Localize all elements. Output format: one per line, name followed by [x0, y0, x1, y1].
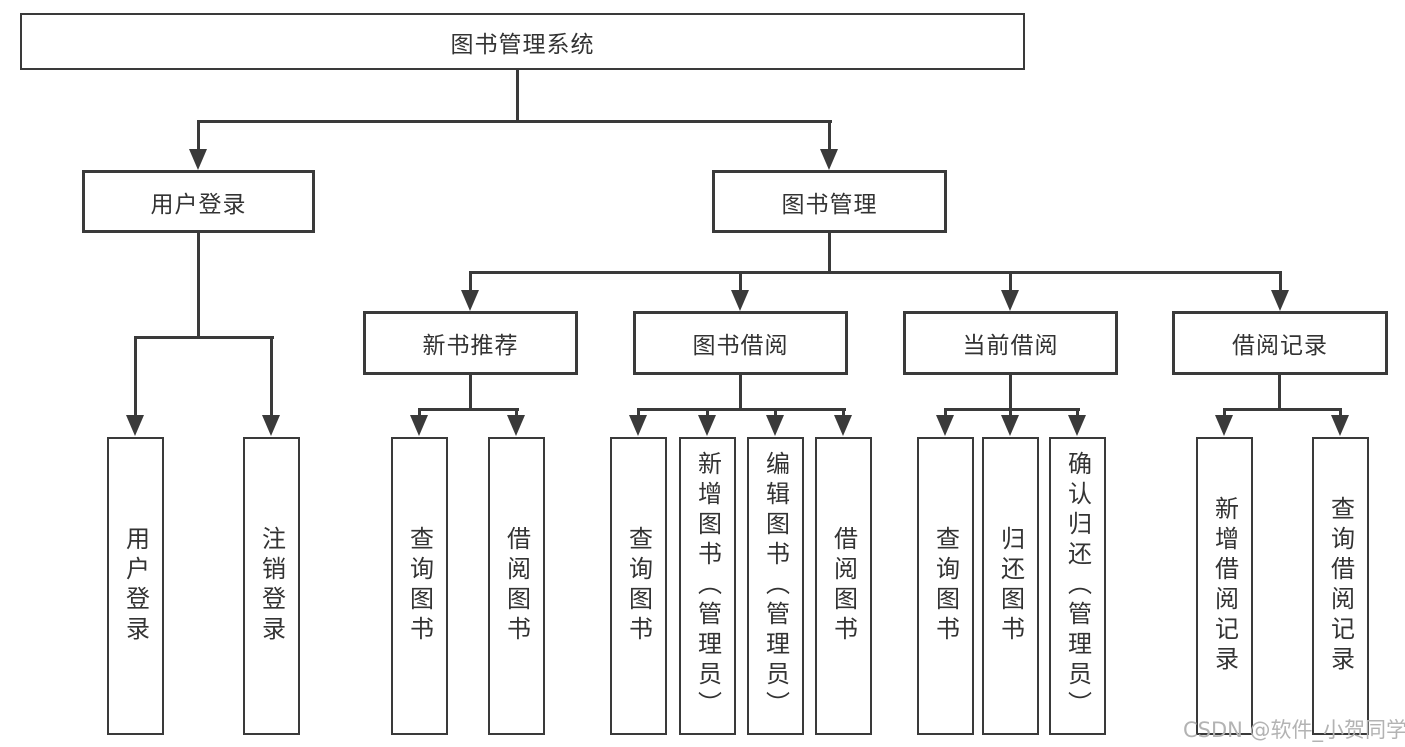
- arrowhead-down-icon: [126, 415, 144, 436]
- connector-br-child2-stem: [1339, 408, 1342, 417]
- node-leaf-user-login: 用户登录: [107, 437, 164, 735]
- arrowhead-down-icon: [507, 415, 525, 436]
- node-book-management: 图书管理: [712, 170, 947, 233]
- connector-bb-child4-stem: [842, 408, 845, 417]
- arrowhead-down-icon: [410, 415, 428, 436]
- connector-bb-child2-stem: [706, 408, 709, 417]
- connector-rec-child2-stem: [515, 408, 518, 417]
- arrowhead-down-icon: [1068, 415, 1086, 436]
- arrowhead-down-icon: [1331, 415, 1349, 436]
- connector-rec-stem: [469, 375, 472, 411]
- connector-bookmgmt-child3-stem: [1009, 271, 1012, 290]
- connector-userlogin-child1-stem: [134, 336, 137, 416]
- node-leaf-br-query-record: 查询借阅记录: [1312, 437, 1369, 735]
- leaf-label: 查询图书: [931, 526, 960, 646]
- connector-cb-split: [944, 408, 1080, 411]
- leaf-label: 确认归还（管理员）: [1063, 451, 1092, 721]
- node-current-borrow: 当前借阅: [903, 311, 1118, 375]
- connector-root-left-stem: [197, 120, 200, 151]
- node-leaf-bb-query-book: 查询图书: [610, 437, 667, 735]
- arrowhead-down-icon: [1215, 415, 1233, 436]
- connector-bb-child3-stem: [774, 408, 777, 417]
- connector-root-right-stem: [828, 120, 831, 151]
- connector-br-stem: [1278, 375, 1281, 411]
- connector-bb-split: [637, 408, 846, 411]
- connector-root-split: [197, 120, 832, 123]
- connector-root-stem: [516, 70, 519, 122]
- leaf-label: 借阅图书: [502, 526, 531, 646]
- node-leaf-logout: 注销登录: [243, 437, 300, 735]
- arrowhead-down-icon: [936, 415, 954, 436]
- leaf-label: 编辑图书（管理员）: [761, 451, 790, 721]
- csdn-watermark: CSDN @软件_小贺同学: [1183, 718, 1405, 742]
- connector-bb-child1-stem: [637, 408, 640, 417]
- node-new-book-recommend: 新书推荐: [363, 311, 578, 375]
- node-borrow-record: 借阅记录: [1172, 311, 1388, 375]
- node-leaf-cb-confirm-return: 确认归还（管理员）: [1049, 437, 1106, 735]
- node-root: 图书管理系统: [20, 13, 1025, 70]
- leaf-label: 用户登录: [121, 526, 150, 646]
- arrowhead-down-icon: [629, 415, 647, 436]
- node-book-borrow: 图书借阅: [633, 311, 848, 375]
- node-leaf-bb-edit-book: 编辑图书（管理员）: [747, 437, 804, 735]
- arrowhead-down-icon: [766, 415, 784, 436]
- arrowhead-down-icon: [1271, 290, 1289, 311]
- leaf-label: 查询图书: [405, 526, 434, 646]
- leaf-label: 注销登录: [257, 526, 286, 646]
- leaf-label: 新增图书（管理员）: [693, 451, 722, 721]
- connector-bookmgmt-stem: [828, 233, 831, 274]
- connector-userlogin-split: [134, 336, 274, 339]
- arrowhead-down-icon: [1001, 415, 1019, 436]
- connector-userlogin-child2-stem: [270, 336, 273, 416]
- node-leaf-rec-borrow-book: 借阅图书: [488, 437, 545, 735]
- connector-cb-child2-stem: [1009, 408, 1012, 417]
- arrowhead-down-icon: [834, 415, 852, 436]
- node-leaf-cb-query-book: 查询图书: [917, 437, 974, 735]
- arrowhead-down-icon: [189, 149, 207, 170]
- connector-bookmgmt-child1-stem: [469, 271, 472, 290]
- connector-userlogin-stem: [197, 233, 200, 339]
- node-leaf-bb-add-book: 新增图书（管理员）: [679, 437, 736, 735]
- connector-bookmgmt-child4-stem: [1279, 271, 1282, 290]
- node-leaf-br-add-record: 新增借阅记录: [1196, 437, 1253, 735]
- leaf-label: 借阅图书: [829, 526, 858, 646]
- node-leaf-rec-query-book: 查询图书: [391, 437, 448, 735]
- connector-cb-child3-stem: [1076, 408, 1079, 417]
- connector-bookmgmt-split: [469, 271, 1282, 274]
- leaf-label: 新增借阅记录: [1210, 496, 1239, 676]
- node-user-login: 用户登录: [82, 170, 315, 233]
- arrowhead-down-icon: [1001, 290, 1019, 311]
- leaf-label: 查询借阅记录: [1326, 496, 1355, 676]
- connector-rec-child1-stem: [418, 408, 421, 417]
- connector-br-child1-stem: [1223, 408, 1226, 417]
- arrowhead-down-icon: [698, 415, 716, 436]
- connector-bookmgmt-child2-stem: [739, 271, 742, 290]
- connector-cb-stem: [1009, 375, 1012, 411]
- connector-cb-child1-stem: [944, 408, 947, 417]
- connector-br-split: [1223, 408, 1342, 411]
- arrowhead-down-icon: [820, 149, 838, 170]
- leaf-label: 查询图书: [624, 526, 653, 646]
- connector-bb-stem: [739, 375, 742, 411]
- arrowhead-down-icon: [262, 415, 280, 436]
- arrowhead-down-icon: [731, 290, 749, 311]
- arrowhead-down-icon: [461, 290, 479, 311]
- leaf-label: 归还图书: [996, 526, 1025, 646]
- node-leaf-cb-return-book: 归还图书: [982, 437, 1039, 735]
- node-leaf-bb-borrow-book: 借阅图书: [815, 437, 872, 735]
- connector-rec-split: [418, 408, 519, 411]
